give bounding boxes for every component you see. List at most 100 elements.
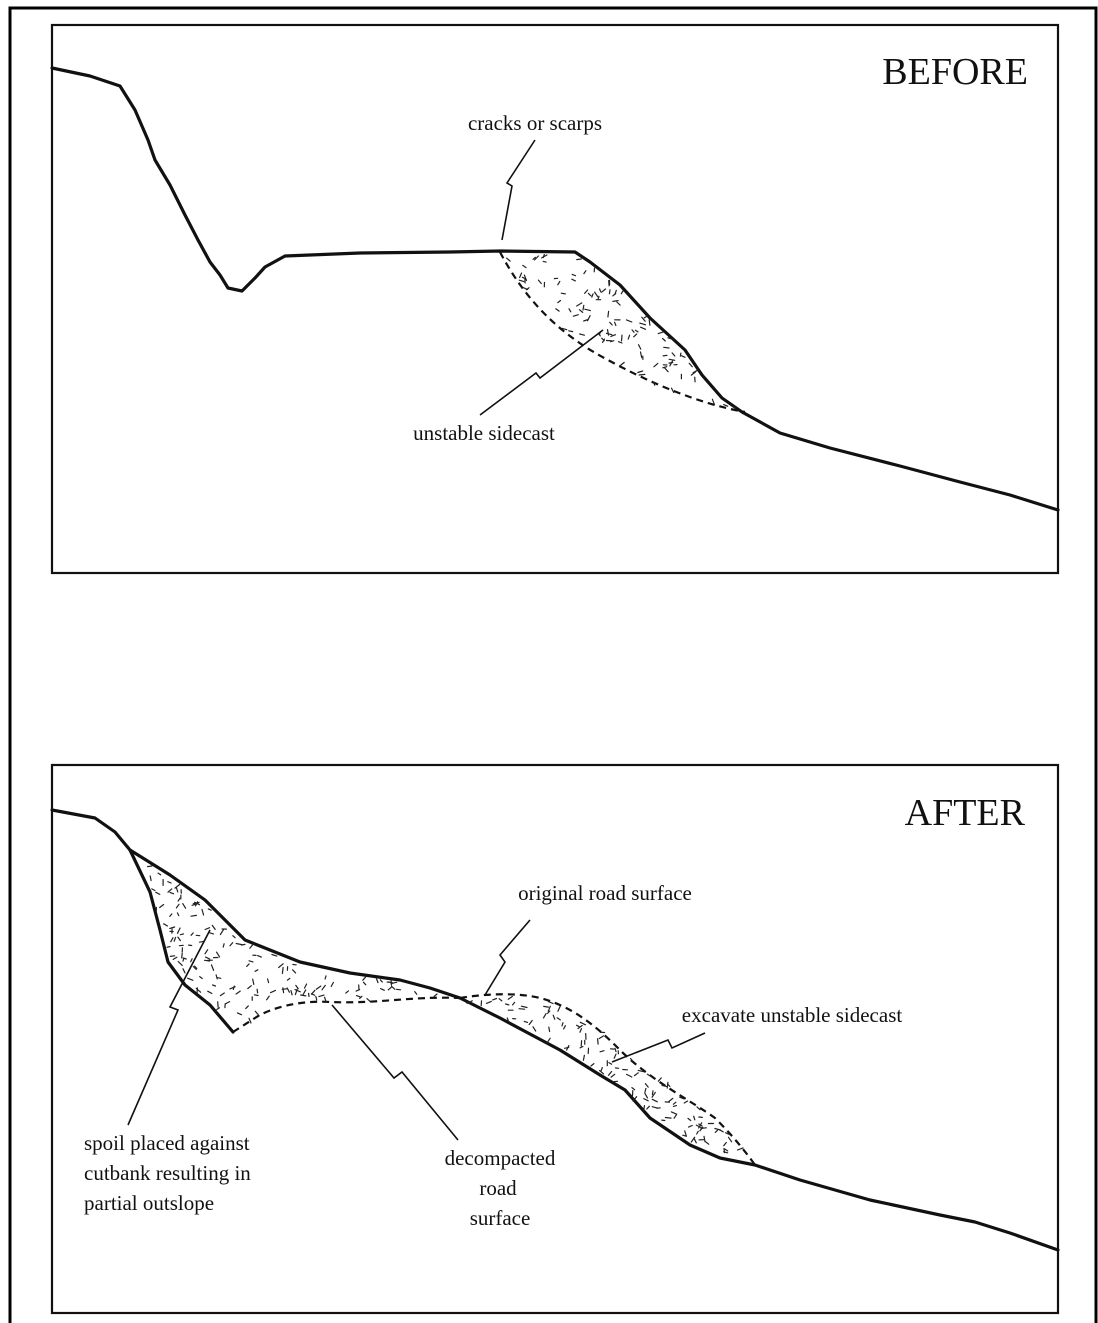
- stipple-dash: [598, 1035, 605, 1040]
- stipple-dash: [591, 293, 594, 298]
- stipple-dash: [679, 1096, 685, 1100]
- stipple-dash: [294, 988, 298, 996]
- after-title: AFTER: [905, 792, 1026, 834]
- stipple-dash: [620, 290, 624, 295]
- stipple-dash: [302, 989, 307, 996]
- stipple-dash: [212, 984, 217, 987]
- stipple-dash: [568, 308, 572, 313]
- after-ground-profile: [50, 808, 1060, 1252]
- stipple-dash: [562, 1025, 567, 1030]
- stipple-dash: [294, 988, 301, 993]
- stipple-dash: [644, 1092, 649, 1099]
- stipple-dash: [207, 990, 213, 995]
- stipple-dash: [199, 975, 203, 980]
- stipple-dash: [167, 881, 172, 884]
- stipple-dash: [736, 1147, 744, 1151]
- stipple-dash: [601, 337, 605, 342]
- stipple-dash: [182, 902, 187, 909]
- stipple-dash: [657, 1077, 662, 1082]
- original-road-leader: [484, 919, 531, 996]
- stipple-dash: [532, 256, 537, 260]
- stipple-dash: [286, 987, 290, 993]
- stipple-dash: [537, 279, 542, 285]
- stipple-dash: [557, 280, 561, 286]
- stipple-dash: [644, 1082, 649, 1088]
- stipple-dash: [639, 322, 647, 326]
- stipple-dash: [632, 1095, 638, 1102]
- stipple-dash: [670, 387, 675, 394]
- stipple-dash: [612, 300, 619, 302]
- before-frame: [50, 23, 1060, 575]
- stipple-dash: [672, 1104, 678, 1108]
- stipple-dash: [315, 995, 318, 1001]
- stipple-dash: [555, 308, 560, 312]
- stipple-dash: [207, 908, 212, 911]
- stipple-dash: [229, 941, 234, 947]
- stipple-dash: [546, 1037, 551, 1044]
- stipple-dash: [201, 908, 205, 916]
- excavate-label: excavate unstable sidecast: [682, 1003, 903, 1027]
- stipple-dash: [176, 927, 181, 934]
- spoil-leader: [127, 929, 211, 1126]
- stipple-dash: [224, 1000, 231, 1005]
- stipple-dash: [571, 273, 577, 277]
- stipple-dash: [204, 959, 211, 962]
- stipple-dash: [520, 1005, 528, 1009]
- decompacted-label-line-3: surface: [470, 1206, 531, 1230]
- stipple-dash: [688, 362, 693, 368]
- stipple-dash: [269, 989, 276, 994]
- stipple-dash: [612, 292, 617, 297]
- stipple-dash: [638, 373, 646, 376]
- stipple-dash: [664, 1116, 672, 1119]
- after-frame: [50, 763, 1060, 1315]
- stipple-dash: [631, 1086, 636, 1091]
- stipple-dash: [666, 1081, 669, 1089]
- stipple-dash: [633, 333, 638, 338]
- stipple-dash: [668, 1097, 674, 1103]
- stipple-dash: [610, 1073, 616, 1078]
- stipple-dash: [466, 1000, 473, 1005]
- stipple-dash: [637, 344, 642, 350]
- stipple-dash: [177, 960, 183, 967]
- stipple-dash: [596, 1038, 599, 1045]
- stipple-dash: [608, 1061, 613, 1065]
- stipple-dash: [552, 1014, 556, 1020]
- before-failure-surface: [499, 251, 746, 414]
- stipple-dash: [505, 1003, 510, 1006]
- stipple-dash: [683, 1100, 689, 1104]
- stipple-dash: [271, 953, 278, 957]
- stipple-dash: [610, 334, 617, 337]
- stipple-dash: [547, 1000, 554, 1005]
- stipple-dash: [582, 1054, 586, 1061]
- stipple-dash: [532, 1026, 537, 1032]
- stipple-dash: [723, 1141, 727, 1147]
- stipple-dash: [390, 981, 398, 985]
- stipple-dash: [245, 1005, 249, 1010]
- stipple-dash: [176, 912, 180, 917]
- stipple-dash: [232, 935, 236, 939]
- after-original-cutbank: [128, 848, 235, 1034]
- stipple-dash: [582, 304, 585, 311]
- stipple-dash: [661, 1084, 668, 1088]
- stipple-dash: [167, 888, 173, 893]
- stipple-dash: [613, 321, 617, 327]
- stipple-dash: [598, 1069, 605, 1075]
- stipple-dash: [600, 1066, 603, 1072]
- stipple-dash: [396, 988, 402, 991]
- stipple-dash: [625, 1073, 633, 1078]
- stipple-dash: [670, 1111, 677, 1115]
- page-border: [8, 6, 1098, 1323]
- stipple-dash: [681, 355, 686, 358]
- stipple-dash: [631, 329, 635, 333]
- stipple-dash: [362, 981, 367, 986]
- stipple-dash: [542, 260, 547, 263]
- stipple-dash: [586, 315, 591, 322]
- stipple-dash: [704, 1140, 710, 1145]
- stipple-dash: [698, 1123, 703, 1127]
- stipple-dash: [256, 988, 259, 994]
- stipple-dash: [576, 258, 582, 261]
- stipple-dash: [563, 1046, 570, 1049]
- stipple-dash: [661, 337, 666, 342]
- stipple-dash: [366, 997, 371, 1003]
- cracks-label: cracks or scarps: [468, 111, 602, 135]
